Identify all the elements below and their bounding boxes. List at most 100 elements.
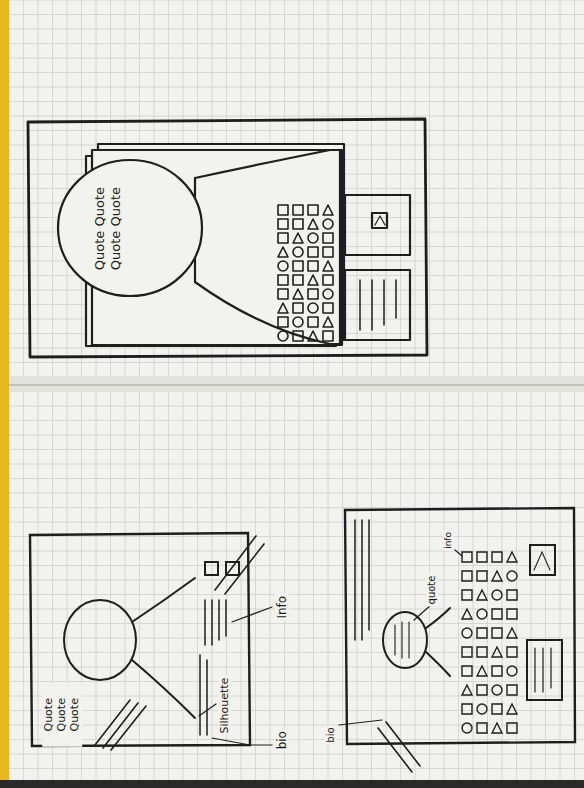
grid-line <box>9 536 584 537</box>
thumbnail-shape <box>323 205 333 215</box>
grid-line <box>9 594 584 595</box>
thumbnail-shape <box>308 289 318 299</box>
sketch-note: bio <box>324 725 336 744</box>
sketch-note: info <box>443 529 454 550</box>
page-fold <box>9 384 584 386</box>
thumbnail-shape <box>507 609 517 619</box>
grid-line <box>531 0 532 788</box>
thumbnail-shape <box>462 571 472 581</box>
thumbnail-shape <box>278 303 288 313</box>
thumbnail-shape <box>507 723 517 733</box>
thumbnail-shape <box>477 609 487 619</box>
thumbnail-shape <box>462 704 472 714</box>
thumbnail-shape <box>462 609 472 619</box>
thumbnail-shape <box>278 233 288 243</box>
grid-line <box>328 0 329 788</box>
thumbnail-shape <box>462 628 472 638</box>
thumbnail-shape <box>477 647 487 657</box>
grid-line <box>9 43 584 44</box>
grid-line <box>299 0 300 788</box>
thumbnail-shape <box>293 303 303 313</box>
grid-line <box>183 0 184 788</box>
thumbnail-shape <box>323 303 333 313</box>
grid-line <box>9 0 584 1</box>
thumbnail-shape <box>293 247 303 257</box>
thumbnail-shape <box>293 261 303 271</box>
grid-line <box>81 0 82 788</box>
thumbnail-shape <box>507 590 517 600</box>
thumbnail-shape <box>462 723 472 733</box>
grid-line <box>9 565 584 566</box>
thumbnail-shape <box>323 261 333 271</box>
thumbnail-shape <box>462 552 472 562</box>
notebook-edge <box>0 780 584 788</box>
thumbnail-shape <box>492 571 502 581</box>
thumbnail-shape <box>308 205 318 215</box>
thumbnail-shape <box>492 723 502 733</box>
thumbnail-shape <box>462 647 472 657</box>
sketch-note: Silhouette <box>218 675 231 735</box>
thumbnail-shape <box>477 590 487 600</box>
grid-line <box>9 652 584 653</box>
thumbnail-shape <box>278 219 288 229</box>
thumbnail-shape <box>308 233 318 243</box>
sketch-note: Quote Quote Quote Quote <box>92 181 123 275</box>
small-layout-sketch <box>30 533 272 750</box>
grid-line <box>9 348 584 349</box>
grid-line <box>9 58 584 59</box>
big-layout-sketch <box>28 119 427 357</box>
thumbnail-shape <box>507 628 517 638</box>
grid-line <box>9 116 584 117</box>
grid-line <box>487 0 488 788</box>
thumbnail-shape <box>507 666 517 676</box>
thumbnail-shape <box>308 275 318 285</box>
thumbnail-shape <box>492 552 502 562</box>
grid-line <box>284 0 285 788</box>
thumbnail-shape <box>492 666 502 676</box>
thumbnail-shape <box>477 628 487 638</box>
grid-line <box>9 72 584 73</box>
thumbnail-shape <box>477 571 487 581</box>
grid-line <box>9 87 584 88</box>
grid-line <box>429 0 430 788</box>
grid-line <box>9 754 584 755</box>
grid-line <box>67 0 68 788</box>
thumbnail-shape <box>278 275 288 285</box>
thumbnail-shape <box>278 331 288 341</box>
grid-line <box>458 0 459 788</box>
grid-line <box>560 0 561 788</box>
thumbnail-shape <box>507 647 517 657</box>
small-layout-sketch <box>339 508 575 772</box>
thumbnail-shape <box>507 552 517 562</box>
grid-line <box>313 0 314 788</box>
page-fold <box>9 378 584 392</box>
thumbnail-shape <box>323 219 333 229</box>
thumbnail-shape <box>507 704 517 714</box>
sketch-note: bio <box>275 729 289 751</box>
grid-line <box>9 623 584 624</box>
thumbnail-shape <box>323 233 333 243</box>
grid-line <box>9 478 584 479</box>
grid-line <box>9 710 584 711</box>
thumbnail-shape <box>492 704 502 714</box>
graph-paper <box>9 0 584 788</box>
grid-line <box>9 435 584 436</box>
grid-line <box>342 0 343 788</box>
thumbnail-shape <box>278 317 288 327</box>
thumbnail-shape <box>278 261 288 271</box>
thumbnail-shape <box>293 233 303 243</box>
sketch-note: Quote Quote Quote <box>42 683 82 747</box>
grid-line <box>9 406 584 407</box>
thumbnail-shape <box>323 247 333 257</box>
thumbnail-shape <box>492 628 502 638</box>
thumbnail-shape <box>323 317 333 327</box>
grid-line <box>9 362 584 363</box>
grid-line <box>212 0 213 788</box>
thumbnail-shape <box>477 685 487 695</box>
grid-line <box>9 464 584 465</box>
thumbnail-shape <box>278 205 288 215</box>
thumbnail-shape <box>323 331 333 341</box>
thumbnail-shape <box>293 289 303 299</box>
thumbnail-shape <box>462 590 472 600</box>
thumbnail-shape <box>293 219 303 229</box>
